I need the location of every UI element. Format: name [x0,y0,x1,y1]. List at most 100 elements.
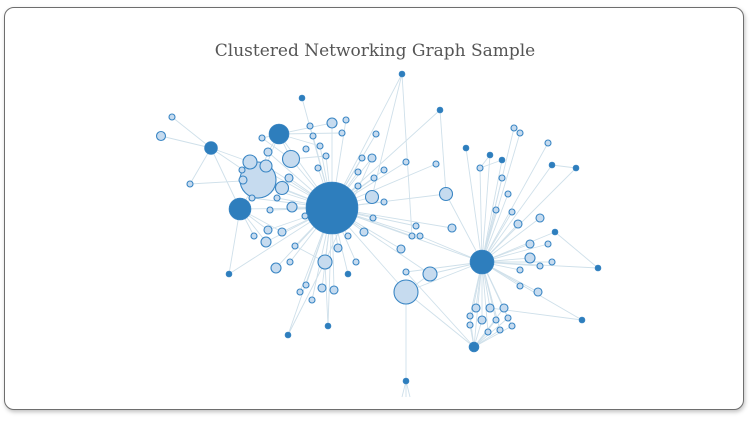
graph-node [354,182,362,190]
hub-node [578,316,586,324]
graph-node [536,262,544,270]
graph-edge [401,73,413,237]
graph-node [333,243,343,253]
graph-node [402,158,410,166]
graph-node [260,236,272,248]
graph-node [317,283,327,293]
graph-node [263,147,273,157]
graph-node [286,201,298,213]
graph-node [408,232,416,240]
graph-title: Clustered Networking Graph Sample [214,41,536,61]
graph-node [544,139,552,147]
graph-node [286,258,294,266]
graph-node [471,303,481,313]
graph-node [466,321,474,329]
graph-node [510,124,518,132]
graph-node [492,206,500,214]
graph-node [533,287,543,297]
graph-edge [405,261,483,293]
graph-node [302,281,310,289]
graph-node [484,328,492,336]
graph-edge [481,127,515,263]
graph-node [250,232,258,240]
graph-node [326,117,338,129]
graph-edge [481,167,577,263]
hub-node [594,264,602,272]
graph-node [508,322,516,330]
graph-node [432,160,440,168]
graph-node [466,312,474,320]
graph-node [266,206,274,214]
graph-edge [405,291,475,348]
graph-node [274,180,290,196]
graph-edge [481,132,521,263]
graph-node [186,180,194,188]
graph-node [296,288,304,296]
graph-node [422,266,438,282]
edge-layer [160,73,599,398]
graph-node [338,129,346,137]
graph-node [358,154,366,162]
graph-node [342,116,350,124]
graph-node [496,326,504,334]
graph-node [259,159,273,173]
graph-node [524,252,536,264]
graph-node [284,173,294,183]
graph-node [329,285,339,295]
graph-node [367,153,377,163]
hub-node [436,106,444,114]
hub-node [486,151,494,159]
graph-edge [473,325,513,348]
hub-node [324,322,332,330]
hub-node [462,144,470,152]
graph-node [302,145,310,153]
graph-node [248,194,256,202]
graph-node [322,152,330,160]
graph-edge [160,135,212,149]
graph-node [504,190,512,198]
graph-node [369,214,377,222]
graph-edge [554,231,599,269]
graph-node [359,227,369,237]
graph-frame [4,7,744,410]
graph-node [258,134,266,142]
hub-node [468,341,480,353]
graph-node [498,174,506,182]
graph-node [314,164,322,172]
graph-node [393,279,419,305]
graph-edge [479,167,483,263]
hub-node [402,377,410,385]
graph-node [516,266,524,274]
graph-edge [324,261,329,327]
graph-node [476,164,484,172]
hub-node [268,123,290,145]
hub-node [551,228,559,236]
hub-node [469,249,495,275]
graph-node [516,282,524,290]
graph-node [372,130,380,138]
graph-node [316,142,324,150]
graph-node [270,262,282,274]
graph-node [344,232,352,240]
graph-edge [439,109,447,195]
graph-node [535,213,545,223]
graph-node [308,296,316,304]
graph-node [238,166,246,174]
graph-node [301,212,309,220]
hub-node [305,181,359,235]
graph-node [352,258,360,266]
graph-node [364,189,380,205]
graph-node [504,314,512,322]
graph-node [168,113,176,121]
graph-node [380,198,388,206]
graph-edge [479,159,503,169]
hub-node [548,161,556,169]
graph-node [291,242,299,250]
graph-edge [481,261,583,321]
graph-edge [445,193,483,263]
graph-node [508,208,516,216]
graph-node [485,303,495,313]
graph-edge [287,261,326,336]
graph-edge [171,116,212,149]
